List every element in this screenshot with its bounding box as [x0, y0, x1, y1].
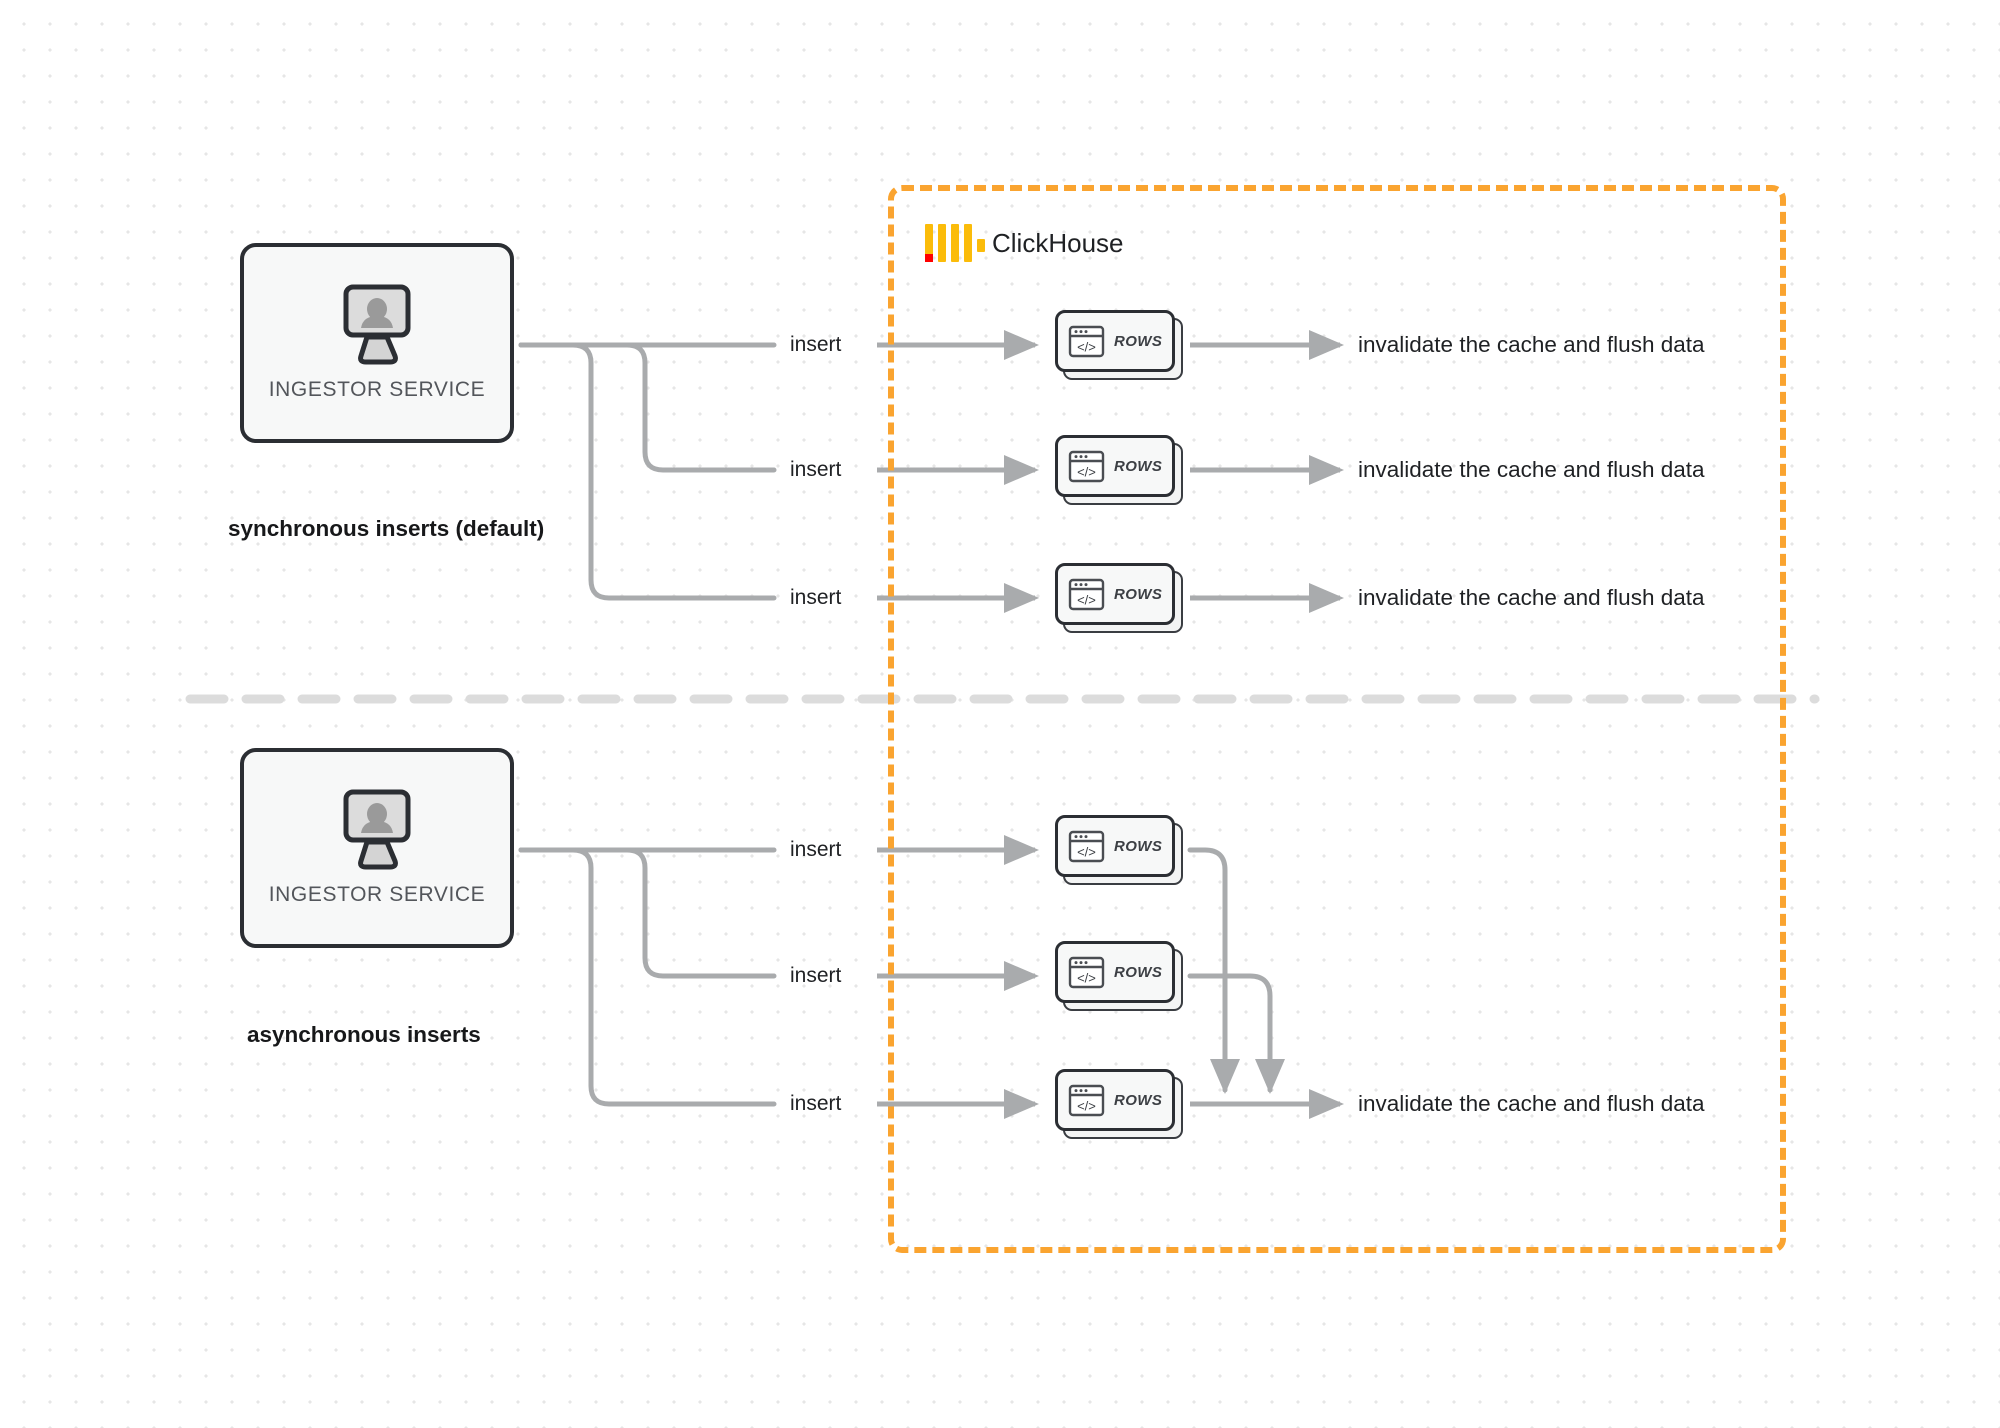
insert-label-sync-1: insert — [790, 333, 842, 356]
svg-text:</>: </> — [1077, 339, 1096, 354]
clickhouse-logo-icon — [925, 224, 985, 262]
rows-card-label: ROWS — [1114, 457, 1163, 475]
svg-text:</>: </> — [1077, 464, 1096, 479]
section-caption-async: asynchronous inserts — [247, 1022, 481, 1047]
ingestor-service-sync[interactable]: INGESTOR SERVICE — [240, 243, 514, 443]
code-window-icon: </> — [1068, 1084, 1105, 1117]
svg-text:</>: </> — [1077, 970, 1096, 985]
insert-label-sync-3: insert — [790, 586, 842, 609]
rows-card-face: </> ROWS — [1055, 310, 1175, 372]
result-label-sync-2: invalidate the cache and flush data — [1358, 457, 1705, 482]
result-label-sync-3: invalidate the cache and flush data — [1358, 585, 1705, 610]
sync-branch-connectors — [518, 342, 777, 601]
ingestor-service-label-sync: INGESTOR SERVICE — [268, 378, 486, 401]
result-label-sync-1: invalidate the cache and flush data — [1358, 332, 1705, 357]
rows-card-label: ROWS — [1114, 332, 1163, 350]
svg-text:</>: </> — [1077, 592, 1096, 607]
code-window-icon: </> — [1068, 830, 1105, 863]
rows-card-async-2[interactable]: </> ROWS — [1055, 941, 1183, 1011]
insert-label-async-2: insert — [790, 964, 842, 987]
clickhouse-title: ClickHouse — [992, 227, 1124, 258]
ingestor-service-async[interactable]: INGESTOR SERVICE — [240, 748, 514, 948]
rows-card-face: </> ROWS — [1055, 815, 1175, 877]
svg-text:</>: </> — [1077, 1098, 1096, 1113]
ingestor-service-label-async: INGESTOR SERVICE — [268, 883, 486, 906]
code-window-icon: </> — [1068, 325, 1105, 358]
clickhouse-boundary — [888, 185, 1786, 1253]
rows-card-face: </> ROWS — [1055, 941, 1175, 1003]
monitor-user-icon — [329, 284, 425, 368]
code-window-icon: </> — [1068, 956, 1105, 989]
rows-card-sync-1[interactable]: </> ROWS — [1055, 310, 1183, 380]
insert-label-sync-2: insert — [790, 458, 842, 481]
section-caption-sync: synchronous inserts (default) — [228, 516, 545, 541]
rows-card-async-1[interactable]: </> ROWS — [1055, 815, 1183, 885]
rows-card-label: ROWS — [1114, 1091, 1163, 1109]
rows-card-face: </> ROWS — [1055, 435, 1175, 497]
rows-card-label: ROWS — [1114, 837, 1163, 855]
monitor-user-icon — [329, 789, 425, 873]
rows-card-sync-3[interactable]: </> ROWS — [1055, 563, 1183, 633]
rows-card-label: ROWS — [1114, 963, 1163, 981]
async-branch-connectors — [518, 847, 777, 1107]
rows-card-sync-2[interactable]: </> ROWS — [1055, 435, 1183, 505]
result-label-async: invalidate the cache and flush data — [1358, 1091, 1705, 1116]
insert-label-async-3: insert — [790, 1092, 842, 1115]
rows-card-label: ROWS — [1114, 585, 1163, 603]
rows-card-face: </> ROWS — [1055, 563, 1175, 625]
svg-text:</>: </> — [1077, 844, 1096, 859]
clickhouse-header: ClickHouse — [925, 224, 1124, 262]
rows-card-async-3[interactable]: </> ROWS — [1055, 1069, 1183, 1139]
code-window-icon: </> — [1068, 450, 1105, 483]
insert-label-async-1: insert — [790, 838, 842, 861]
code-window-icon: </> — [1068, 578, 1105, 611]
rows-card-face: </> ROWS — [1055, 1069, 1175, 1131]
